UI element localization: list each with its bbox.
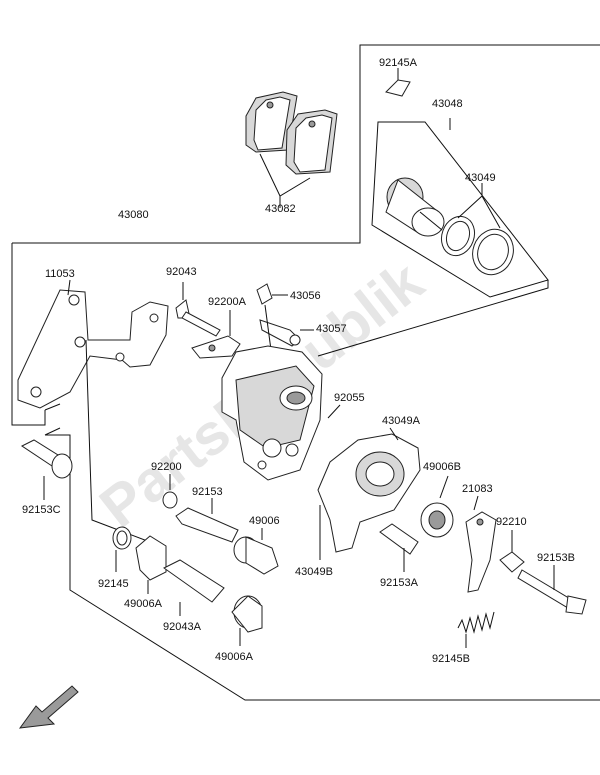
- label-49006B: 49006B: [423, 461, 461, 473]
- lever-21083: [465, 495, 497, 593]
- label-21083: 21083: [462, 483, 493, 495]
- piston: [385, 177, 445, 237]
- label-43080: 43080: [118, 209, 149, 221]
- label-92200: 92200: [151, 461, 182, 473]
- front-direction-arrow-icon: [18, 685, 79, 729]
- bolt-92153B: [499, 530, 587, 615]
- bolt-92153C: [21, 439, 73, 500]
- label-92043: 92043: [166, 266, 197, 278]
- spring-92145B: [457, 611, 495, 648]
- brake-pad-pair: [245, 91, 338, 208]
- label-43049A: 43049A: [382, 415, 421, 427]
- piston-seals: [440, 183, 514, 276]
- boot-49006A: [135, 535, 167, 594]
- label-43049: 43049: [465, 172, 496, 184]
- clip-92145A: [385, 68, 411, 97]
- caliper-holder: [317, 427, 421, 560]
- clip-92200A: [191, 310, 241, 359]
- pin-49006: [233, 528, 279, 575]
- label-92153: 92153: [192, 486, 223, 498]
- ring-92200: [162, 474, 178, 509]
- label-49006: 49006: [249, 515, 280, 527]
- bleeder-valve: [256, 283, 314, 381]
- pin-92043A: [163, 559, 225, 616]
- label-92153A: 92153A: [380, 577, 419, 589]
- seal-kit-box: [317, 118, 549, 357]
- label-43082: 43082: [265, 203, 296, 215]
- label-92145B: 92145B: [432, 653, 470, 665]
- label-11053: 11053: [45, 268, 75, 280]
- label-92055: 92055: [334, 392, 365, 404]
- label-92043A: 92043A: [163, 621, 202, 633]
- label-92145: 92145: [98, 578, 129, 590]
- label-92153C: 92153C: [22, 504, 61, 516]
- label-43057: 43057: [316, 323, 347, 335]
- label-92153B: 92153B: [537, 552, 575, 564]
- label-92200A: 92200A: [208, 296, 247, 308]
- assembly-boundary: [11, 44, 600, 701]
- ring-92145: [112, 526, 132, 572]
- label-43049B: 43049B: [295, 566, 333, 578]
- label-92145A: 92145A: [379, 57, 418, 69]
- bolt-92043: [175, 282, 221, 337]
- pin-49006B: [420, 475, 454, 538]
- label-43048: 43048: [432, 98, 463, 110]
- label-49006A-lower: 49006A: [215, 651, 254, 663]
- label-43056: 43056: [290, 290, 321, 302]
- label-92210: 92210: [496, 516, 527, 528]
- bolt-92153A: [379, 523, 419, 572]
- caliper-body: [221, 345, 341, 481]
- bolt-92153: [175, 498, 239, 543]
- label-49006A: 49006A: [124, 598, 163, 610]
- boot-49006A-lower: [231, 595, 263, 646]
